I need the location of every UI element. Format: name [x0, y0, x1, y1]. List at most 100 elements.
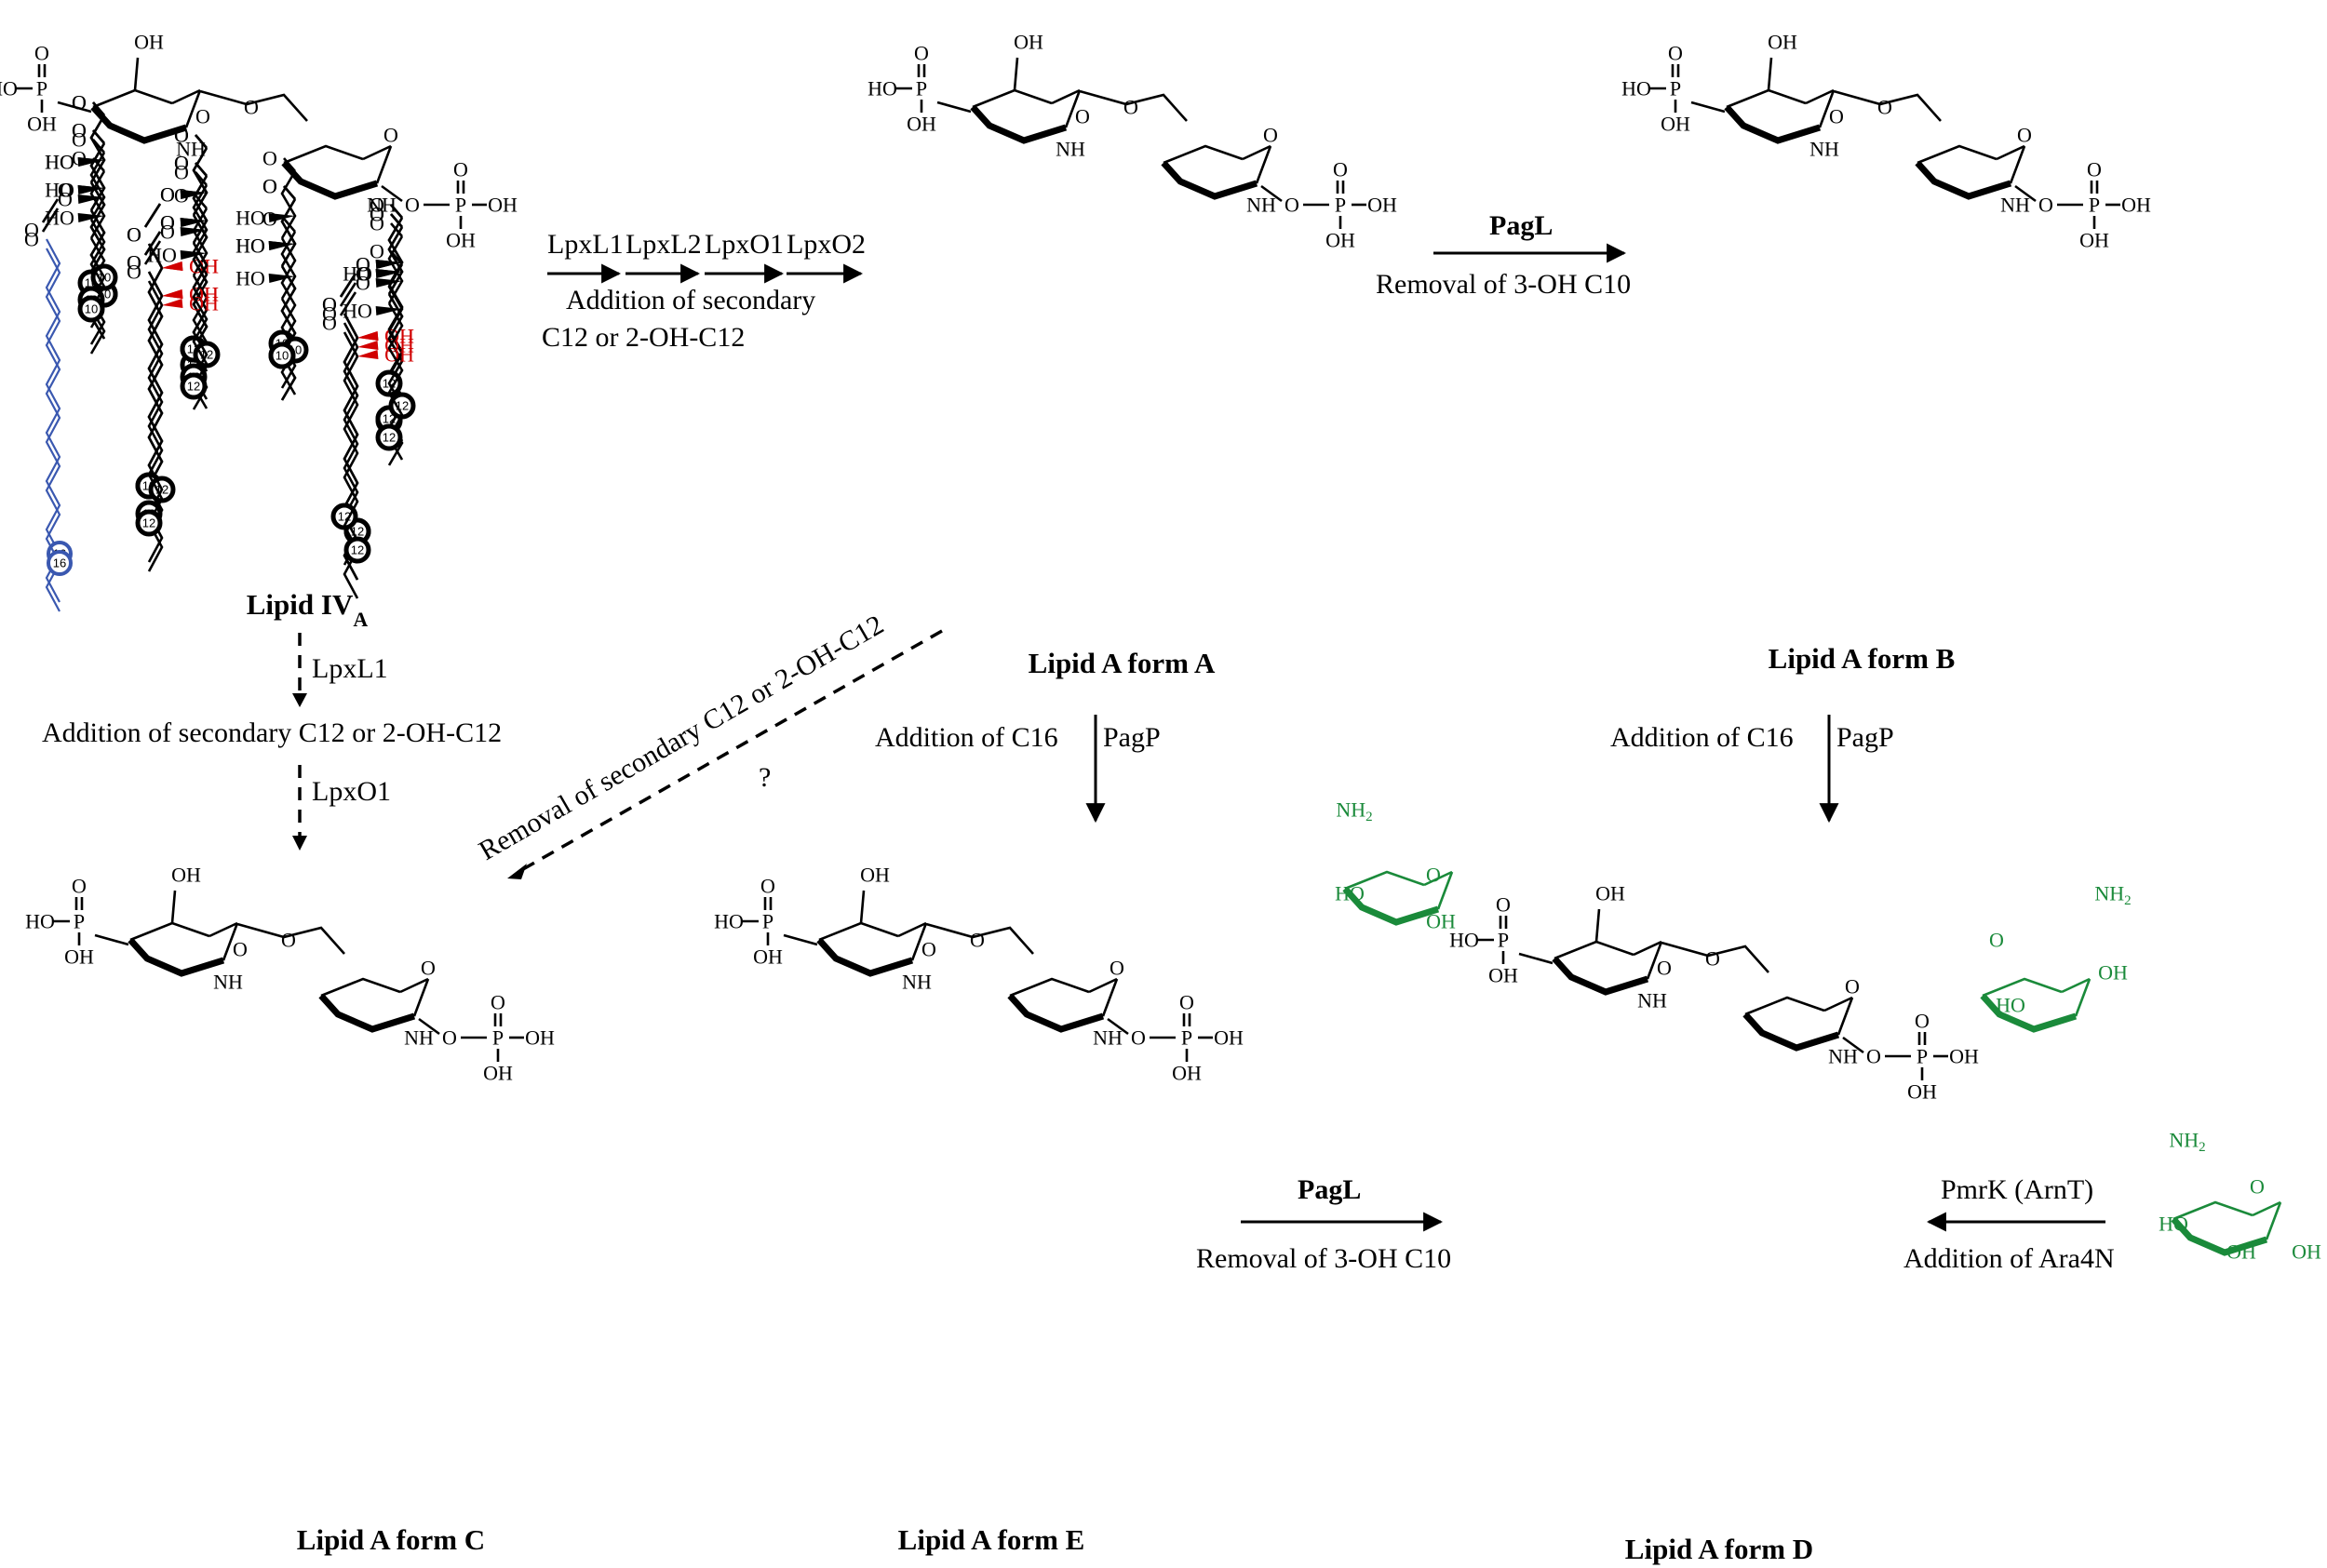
ester-oxygen: O	[58, 179, 73, 202]
hydroxyl-label: OH	[1907, 1080, 1937, 1104]
bond	[283, 185, 296, 200]
hydroxyl-label: OH	[525, 1026, 555, 1050]
hydroxyl-label: OH	[1768, 31, 1797, 54]
sugar-ring-edge	[1064, 89, 1082, 128]
oxygen-atom: O	[453, 158, 468, 181]
bond	[143, 231, 162, 256]
hydroxyl-label: HO	[235, 207, 265, 230]
sugar-ring-edge	[222, 922, 239, 961]
oxygen-atom: O	[1915, 1010, 1930, 1033]
chain-length-label: 16	[53, 556, 66, 570]
arrow-removal-dashed	[516, 629, 943, 875]
ester-oxygen: O	[58, 188, 73, 211]
hydroxyl-label: OH	[1661, 113, 1690, 136]
sugar-ring-edge	[412, 978, 430, 1017]
glycosidic-oxygen: O	[970, 929, 985, 952]
sugar-ring-edge	[818, 921, 899, 942]
hydroxyl-label: OH	[134, 31, 164, 54]
carbonyl-oxygen: O	[127, 261, 141, 284]
wedge-bond	[162, 261, 183, 271]
bond	[390, 213, 403, 228]
carbonyl-oxygen: O	[174, 152, 189, 175]
ara4n-hydroxyl: HO	[2159, 1213, 2188, 1236]
hydroxyl-label: HO	[25, 910, 55, 933]
carbonyl-oxygen: O	[127, 251, 141, 275]
glycosidic-oxygen: O	[1705, 947, 1720, 971]
bond	[1518, 952, 1554, 965]
wedge-bond	[375, 278, 402, 288]
bond	[381, 184, 403, 203]
phosphorus-atom: P	[1670, 77, 1681, 101]
step-left-vertical: LpxL1 Addition of secondary C12 or 2-OH-…	[42, 633, 502, 851]
lipid-a-form-e-name: Lipid A form E	[898, 1523, 1085, 1556]
phosphorus-atom: P	[74, 910, 85, 933]
bond	[1767, 57, 1773, 91]
sugar-ring-edge	[2009, 145, 2026, 184]
sugar-ring-edge	[171, 88, 201, 105]
hydroxyl-label: HO	[0, 77, 18, 101]
ara4n-ring-oxygen: O	[1989, 929, 2004, 952]
arrow-lpxo1-head	[292, 836, 307, 851]
ester-oxygen: O	[160, 211, 175, 235]
step-lpx-enzymes: LpxL1 LpxL2 LpxO1 LpxO2 Addition of seco…	[542, 229, 866, 353]
ring-oxygen: O	[1263, 124, 1278, 147]
molecule-structures: OPOHOOHOHOOOPOOHOHNHNHOHO10OHO12OHO10OHO…	[0, 31, 2321, 1264]
pagp-b-desc: Addition of C16	[1610, 722, 1794, 753]
sugar-ring-front	[816, 937, 914, 977]
sugar-ring-edge	[1744, 996, 1825, 1016]
acyl-chain	[89, 114, 106, 183]
ester-oxygen: O	[160, 183, 175, 207]
phosphorus-atom: P	[492, 1026, 504, 1050]
ara4n-ring-oxygen: O	[2250, 1175, 2265, 1199]
sugar-ring-front	[2171, 1216, 2268, 1256]
sugar-ring-edge	[1633, 940, 1662, 957]
wedge-bond	[268, 241, 295, 250]
step-diagonal: Removal of secondary C12 or 2-OH-C12 ?	[474, 610, 943, 879]
sugar-ring-edge	[1917, 144, 1997, 165]
sugar-ring-edge	[1436, 871, 1454, 910]
acyl-chain	[45, 238, 61, 603]
ester-oxygen: O	[160, 183, 175, 207]
sugar-ring-edge	[2074, 978, 2092, 1017]
amide-nh: NH	[2000, 194, 2030, 217]
chain-length-label: 12	[187, 380, 200, 394]
acyl-chain	[89, 170, 106, 239]
step-desc-line1: Addition of secondary	[566, 285, 815, 315]
bond	[94, 933, 129, 946]
acyl-chain	[280, 265, 297, 401]
ara4n-amino-label: NH2	[1336, 798, 1372, 825]
hydroxyl-label: OH	[27, 113, 57, 136]
hydroxyl-label: HO	[235, 235, 265, 258]
sugar-ring-edge	[1726, 88, 1807, 109]
enzyme-lpxl1: LpxL1	[547, 229, 624, 260]
hydroxyl-label: OH	[1595, 882, 1625, 905]
subscript: 2	[2199, 1140, 2206, 1155]
sugar-ring-front	[1552, 956, 1649, 996]
sugar-ring-edge	[1009, 977, 1090, 998]
pagl-top-desc: Removal of 3-OH C10	[1376, 269, 1631, 300]
hydroxyl-label: OH	[860, 864, 890, 887]
wedge-bond	[357, 331, 379, 341]
amide-nh: NH	[213, 971, 243, 994]
amide-nh: NH	[1246, 194, 1276, 217]
phosphorus-atom: P	[1498, 929, 1509, 952]
carbonyl-oxygen: O	[174, 161, 189, 184]
amide-nh: NH	[902, 971, 932, 994]
oxygen-atom: O	[1131, 1026, 1146, 1050]
carbonyl-oxygen: O	[24, 228, 39, 251]
chain-length-marker	[343, 536, 371, 564]
oxygen-atom: O	[914, 42, 929, 65]
acyl-chain	[192, 175, 208, 244]
chain-length-marker	[77, 295, 105, 323]
hydroxyl-label: HO	[1621, 77, 1651, 101]
ara4n-ring-oxygen: O	[1426, 864, 1441, 887]
ring-oxygen: O	[233, 938, 248, 961]
sugar-ring-edge	[184, 89, 202, 128]
ring-oxygen: O	[1075, 105, 1090, 128]
step-desc-line2: C12 or 2-OH-C12	[542, 322, 745, 353]
arrow-lpxl1-head	[292, 693, 307, 707]
sugar-ring-front	[1342, 886, 1440, 926]
amide-nh: NH	[1056, 138, 1085, 161]
ester-oxygen: O	[356, 262, 370, 286]
acyl-chain	[89, 219, 106, 355]
